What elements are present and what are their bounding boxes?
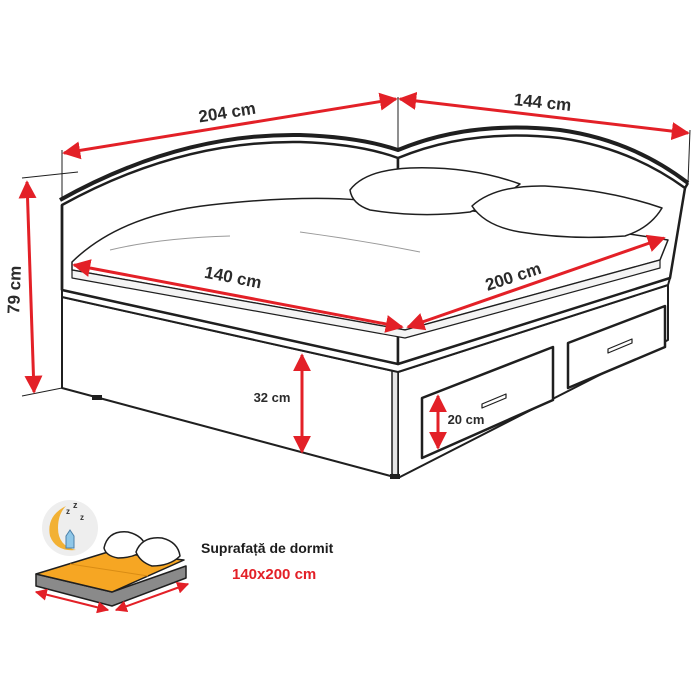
drawer-right-handle: [607, 338, 633, 354]
sleeping-moon-icon: z z z: [42, 500, 98, 556]
label-base-height: 32 cm: [254, 390, 291, 405]
pillow-front: [471, 185, 663, 239]
dim-line-144: [398, 91, 690, 141]
label-total-width: 144 cm: [513, 90, 572, 115]
label-drawer-height: 20 cm: [448, 412, 485, 427]
dim-line-140: [72, 259, 404, 333]
mini-dim-line-left: [34, 588, 110, 614]
svg-text:z: z: [80, 513, 84, 522]
mini-bed-icon: [35, 531, 187, 607]
dim-line-79: [18, 180, 43, 394]
sleeping-surface-label: Suprafață de dormit: [201, 540, 334, 556]
svg-text:z: z: [66, 507, 70, 516]
bed-drawing: [59, 125, 690, 479]
drawer-left-handle: [481, 393, 507, 409]
svg-text:z: z: [73, 500, 78, 510]
sleeping-surface-size: 140x200 cm: [232, 566, 317, 583]
mini-dim-line-right: [114, 582, 190, 612]
dim-line-204: [62, 92, 398, 160]
label-height: 79 cm: [4, 265, 25, 314]
dim-line-200: [406, 234, 666, 331]
